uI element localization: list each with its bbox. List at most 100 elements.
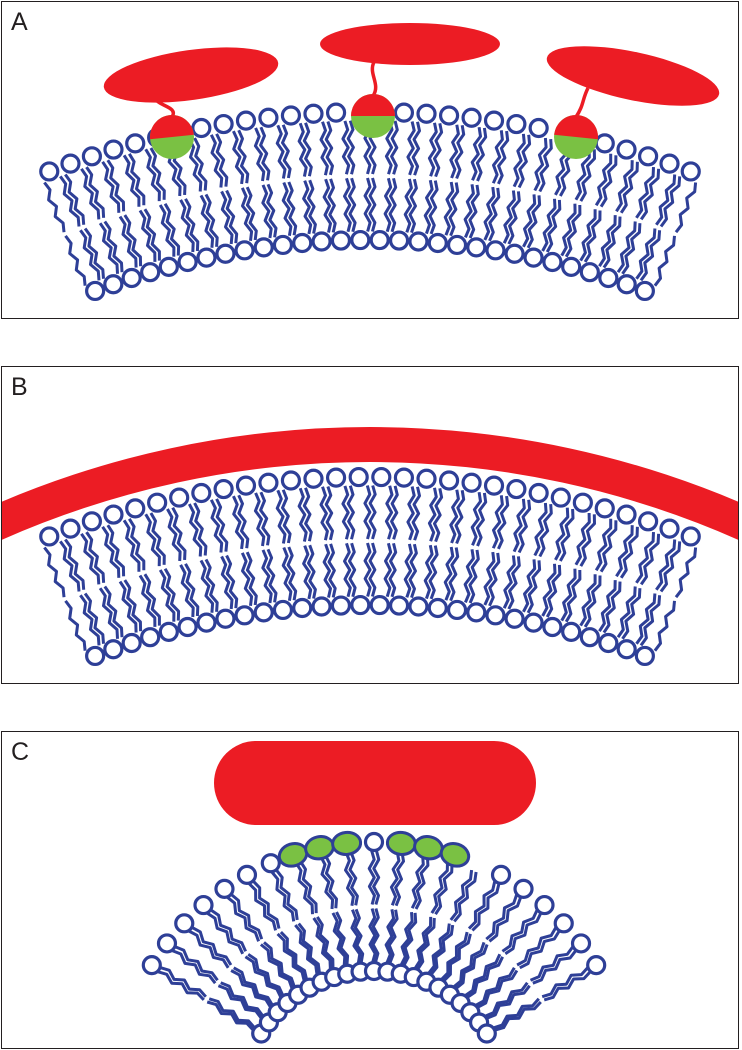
lipid-tail [619,526,639,579]
lipid-tail [470,126,482,181]
lipid-head [60,153,81,174]
lipid-tail [79,594,101,646]
lipid-tail [343,542,352,598]
panel-a-inner-lipid [579,210,617,283]
lipid-tail [471,883,501,932]
panel-b-inner-lipid [64,594,106,667]
panel-c-outer-lipid [389,851,405,907]
lipid-tail [286,181,298,236]
lipid-tail [312,917,332,970]
panel-b-outer-lipid [368,466,394,540]
lipid-tail [476,969,519,1009]
lipid-tail [388,542,398,598]
anchor-protein-half [147,112,197,140]
lipid-tail [538,139,553,193]
lipid-head [272,599,294,621]
panel-b-outer-lipid [60,518,101,590]
lipid-head [253,237,274,258]
lipid-tail [659,541,682,593]
lipid-head [485,605,506,626]
lipid-tail [159,966,207,998]
lipid-head [369,229,390,251]
lipid-tail [220,190,234,245]
lipid-head [483,110,505,131]
lipid-tail [158,204,176,257]
panel-b-outer-lipid [125,498,161,571]
lipid-tail [138,209,157,262]
lipid-tail [464,953,502,997]
lipid-head [311,596,332,617]
lipid-head [191,482,212,504]
lipid-tail [335,911,350,966]
lipid-head [461,107,482,128]
lipid-head [325,102,347,123]
lipid-head [125,133,146,154]
lipid-head [292,232,313,254]
lipid-tail [327,178,337,233]
panel-a-inner-lipid [408,178,434,252]
lipid-head [213,113,234,135]
lipid-tail [488,552,501,607]
protein-linker [370,61,378,97]
lipid-tail [217,984,263,1020]
lipid-tail [454,125,466,180]
lipid-tail [64,599,87,651]
lipid-tail [188,929,230,969]
lipid-head [513,878,534,899]
lipid-head [504,608,525,629]
lipid-head [483,475,505,496]
lipid-tail [416,917,436,971]
lipid-tail [564,569,582,623]
lipid-tail [554,507,570,561]
panel-a-inner-lipid [616,223,657,295]
lipid-head [371,466,392,488]
lipid-tail [80,167,101,220]
lipid-tail [368,177,377,232]
panel-a-inner-lipid [143,204,179,277]
lipid-tail [275,124,287,179]
panel-a-inner-lipid [634,230,676,302]
panel-b-inner-lipid [348,542,372,616]
lipid-head [616,274,637,295]
lipid-tail [101,160,121,213]
panel-label-a: A [11,8,28,36]
lipid-tail [368,542,377,597]
lipid-head [416,468,437,489]
panel-b-inner-lipid [163,564,198,638]
lipid-head [466,237,487,258]
lipid-tail [149,512,166,565]
lipid-tail [522,559,537,613]
lipid-tail [204,193,219,247]
lipid-tail [210,908,247,952]
lipid-head [408,231,429,252]
panel-c-outer-lipid [516,913,574,970]
protein-body [546,46,720,106]
lipid-tail [220,555,234,610]
lipid-tail [324,486,334,541]
lipid-tail [327,543,337,598]
lipid-head [234,605,255,626]
panel-b-outer-lipid [411,468,438,542]
panel-b-outer-lipid [475,475,505,549]
lipid-tail [602,216,622,269]
lipid-tail [363,485,372,540]
protein-linker [153,93,176,118]
panel-b-inner-lipid [103,580,142,654]
panel-c-outer-lipid [410,855,430,910]
lipid-tail [324,854,338,909]
panel-a-inner-lipid [388,177,413,251]
lipid-tail [302,487,313,542]
protein-body [320,23,500,65]
lipid-tail [615,160,634,213]
panel-c-outer-lipid [467,864,512,932]
lipid-tail [187,138,203,192]
panel-a-outer-lipid [81,146,121,218]
lipid-tail [302,180,313,235]
lipid-head [528,117,549,139]
panel-b-outer-lipid [213,478,245,552]
lipid-tail [240,552,254,606]
lipid-tail [483,186,496,241]
lipid-tail [639,595,662,647]
lipid-tail [348,851,359,906]
lipid-head [659,153,680,174]
